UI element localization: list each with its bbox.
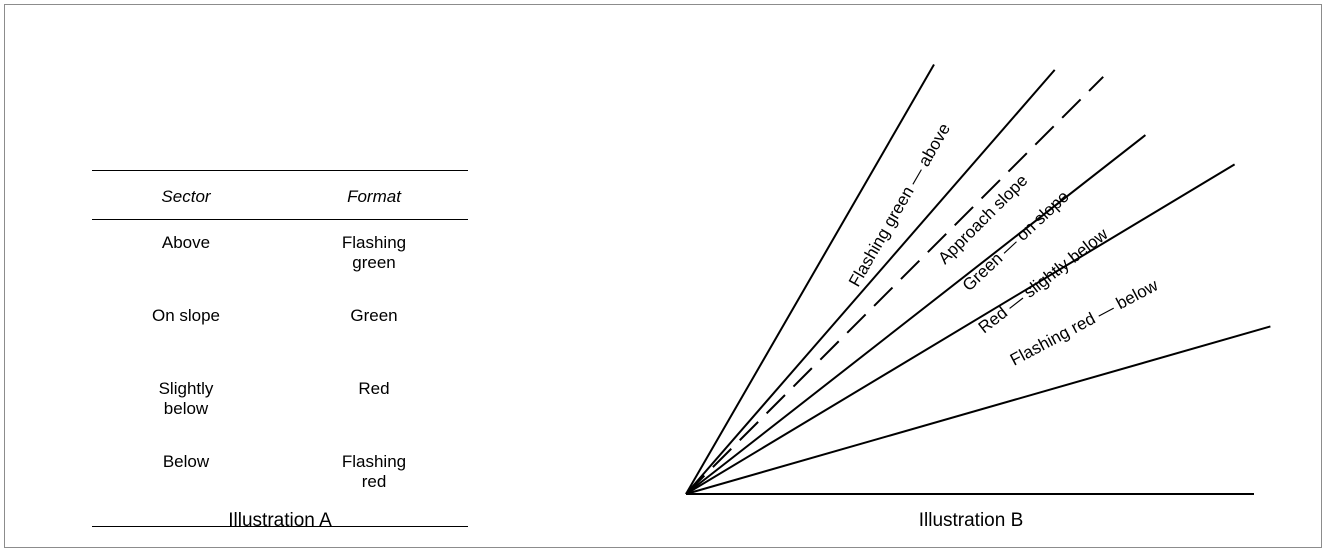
sector-cell: Below [162, 452, 210, 471]
format-cell: Green [350, 306, 398, 325]
sector-boundary-line [685, 325, 1271, 495]
header-format: Format [347, 187, 401, 206]
sector-cell: On slope [151, 306, 221, 325]
table-header-rule [92, 219, 468, 220]
format-cell: Red [358, 379, 390, 398]
sector-cell: Above [161, 233, 211, 252]
table-top-rule [92, 170, 468, 171]
sector-cell: Slightly below [158, 379, 214, 418]
sector-boundary-line [685, 134, 1147, 495]
table-bottom-rule [92, 526, 468, 527]
header-sector: Sector [161, 187, 211, 206]
format-cell: Flashing green [341, 233, 407, 272]
table-row: On slope Green [92, 306, 468, 379]
sector-label: Approach slope [934, 171, 1031, 268]
caption-illustration-b: Illustration B [918, 510, 1024, 531]
sector-format-table: Sector Format Above Flashing green On sl… [92, 170, 468, 527]
figure-frame [4, 4, 1322, 548]
sector-boundary-line [685, 63, 935, 495]
format-cell: Flashing red [341, 452, 407, 491]
table-header-row: Sector Format [92, 171, 468, 219]
sector-boundary-line [685, 69, 1056, 495]
table-row: Slightly below Red [92, 379, 468, 452]
table-row: Above Flashing green [92, 233, 468, 306]
table-row: Below Flashing red [92, 452, 468, 526]
caption-illustration-a: Illustration A [228, 510, 332, 531]
sector-boundary-line [685, 163, 1236, 495]
approach-slope-line [685, 76, 1104, 495]
